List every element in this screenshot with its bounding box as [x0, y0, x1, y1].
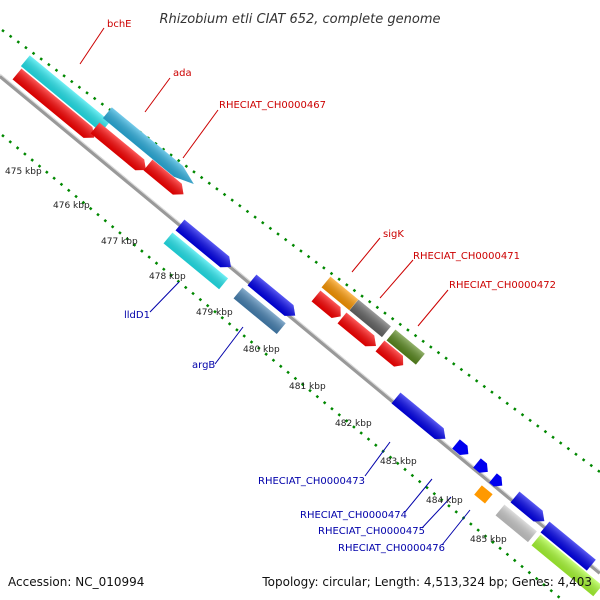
gene-ada[interactable] [102, 107, 198, 189]
label-RHECIAT_CH0000475: RHECIAT_CH0000475 [318, 526, 425, 537]
gene-RHECIAT_CH0000475[interactable] [474, 485, 493, 504]
leader-lines-bottom [149, 281, 471, 546]
gene-reverse-477[interactable] [175, 219, 236, 273]
gene-bchE[interactable] [20, 55, 111, 133]
genome-backbone [0, 73, 600, 575]
gene-RHECIAT_CH0000467[interactable] [143, 159, 188, 200]
gene-reverse-479[interactable] [247, 274, 300, 321]
gene-RHECIAT_CH0000471[interactable] [349, 299, 391, 338]
gene-RHECIAT_CH0000473[interactable] [391, 392, 450, 445]
tick-label-479: 479 kbp [196, 308, 233, 318]
accession-text: Accession: NC_010994 [8, 575, 144, 589]
topology-text: Topology: circular; Length: 4,513,324 bp… [261, 575, 592, 589]
label-RHECIAT_CH0000471: RHECIAT_CH0000471 [413, 251, 520, 262]
label-argB: argB [192, 360, 215, 371]
tick-label-478: 478 kbp [149, 272, 186, 282]
leader-lines-top [79, 27, 449, 327]
gene-reverse-485a[interactable] [510, 491, 549, 527]
gene-forward-sigK-1[interactable] [311, 290, 346, 322]
gene-forward-sigK-2[interactable] [337, 312, 381, 352]
map-title: Rhizobium etli CIAT 652, complete genome [160, 12, 441, 27]
gene-RHECIAT_CH0000476[interactable] [495, 504, 537, 543]
gene-reverse-484[interactable] [489, 473, 506, 490]
tick-label-480: 480 kbp [243, 345, 280, 355]
label-RHECIAT_CH0000467: RHECIAT_CH0000467 [219, 100, 326, 111]
tick-label-475: 475 kbp [5, 167, 42, 177]
tick-label-477: 477 kbp [101, 237, 138, 247]
gene-forward-sigK-3[interactable] [375, 340, 408, 371]
tick-label-481: 481 kbp [289, 382, 326, 392]
gene-reverse-485b[interactable] [540, 521, 596, 571]
tick-label-476: 476 kbp [53, 201, 90, 211]
gene-lldD1[interactable] [163, 232, 229, 290]
tick-label-485: 485 kbp [470, 535, 507, 545]
gene-forward-1[interactable] [12, 68, 99, 143]
guide-outer-top [1, 28, 600, 474]
gene-RHECIAT_CH0000472[interactable] [386, 329, 425, 365]
label-bchE: bchE [107, 19, 132, 30]
label-ada: ada [173, 68, 192, 79]
label-RHECIAT_CH0000476: RHECIAT_CH0000476 [338, 543, 445, 554]
gene-lime-485[interactable] [531, 534, 600, 597]
label-RHECIAT_CH0000473: RHECIAT_CH0000473 [258, 476, 365, 487]
tick-label-482: 482 kbp [335, 419, 372, 429]
dotted-guides [1, 28, 600, 599]
tick-label-483: 483 kbp [380, 457, 417, 467]
gene-reverse-483a[interactable] [452, 439, 472, 458]
gene-RHECIAT_CH0000474[interactable] [473, 458, 491, 476]
gene-argB[interactable] [233, 287, 286, 335]
gene-sigK[interactable] [321, 276, 359, 311]
tick-label-484: 484 kbp [426, 496, 463, 506]
gene-forward-2[interactable] [90, 122, 151, 176]
label-sigK: sigK [383, 229, 404, 240]
label-RHECIAT_CH0000472: RHECIAT_CH0000472 [449, 280, 556, 291]
guide-inner-bottom [1, 134, 561, 599]
label-RHECIAT_CH0000474: RHECIAT_CH0000474 [300, 510, 407, 521]
label-lldD1: lldD1 [124, 310, 150, 321]
